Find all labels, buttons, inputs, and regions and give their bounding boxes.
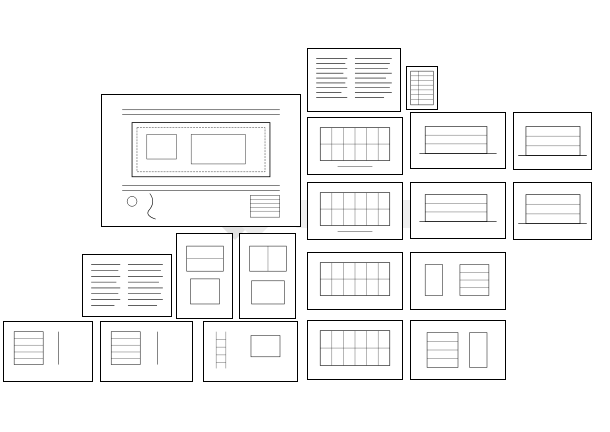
floor-plan-drawing [319, 192, 391, 232]
elevation-b-sheet [513, 112, 592, 170]
floor-plan-4-sheet [307, 320, 403, 380]
floor-plan-drawing [319, 127, 391, 167]
structure-elev-3-sheet [203, 321, 298, 382]
notes-text-block [91, 264, 163, 306]
design-notes-left-sheet [82, 254, 172, 317]
detail-plan-b-sheet [239, 233, 296, 319]
section-a-sheet [410, 252, 506, 310]
detail-drawing [186, 245, 224, 305]
elevation-d-sheet [513, 182, 592, 240]
structure-elev-2-sheet [100, 321, 193, 382]
structure-drawing [13, 331, 59, 365]
structure-elev-1-sheet [3, 321, 93, 382]
floor-plan-drawing [319, 330, 391, 366]
section-drawing [424, 264, 490, 296]
notes-text-block [316, 58, 392, 98]
site-plan-drawing [122, 109, 280, 220]
elevation-a-sheet [410, 112, 506, 169]
index-table [410, 70, 434, 106]
floor-plan-3-sheet [307, 252, 403, 310]
site-plan-sheet [101, 94, 301, 227]
floor-plan-1-sheet [307, 117, 403, 175]
structure-drawing [216, 331, 281, 369]
detail-drawing [249, 245, 287, 305]
elevation-drawing [518, 126, 587, 156]
elevation-drawing [419, 194, 497, 222]
elevation-c-sheet [410, 182, 506, 239]
structure-drawing [110, 331, 158, 365]
floor-plan-drawing [319, 262, 391, 296]
section-b-sheet [410, 320, 506, 380]
elevation-drawing [419, 126, 497, 154]
section-drawing [426, 332, 488, 368]
detail-plan-a-sheet [176, 233, 233, 319]
drawing-index-sheet [406, 66, 438, 110]
elevation-drawing [518, 194, 587, 224]
design-notes-top-sheet [307, 48, 401, 112]
floor-plan-2-sheet [307, 182, 403, 240]
